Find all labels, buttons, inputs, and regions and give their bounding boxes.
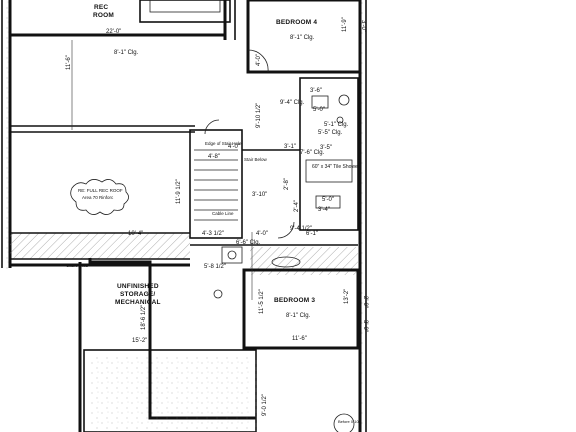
dim-9-10: 9'-10 1/2" xyxy=(256,102,262,128)
roof-note-1: RE: FULL REC ROOF xyxy=(78,188,123,193)
dim-4-0: 4'-0" xyxy=(256,54,262,66)
margin-right-low: 3'-0" xyxy=(362,320,368,332)
bedroom4-ceiling: 8'-1" Clg. xyxy=(290,35,315,41)
hatched-band-left xyxy=(10,233,190,259)
margin-right-top: 3'-0" xyxy=(360,20,366,32)
roof-note-2: Area 70 Rinforc xyxy=(82,195,114,200)
detail-callout xyxy=(333,413,355,432)
dim-9-0: 9'-0 1/2" xyxy=(262,394,268,416)
stair-enclosure xyxy=(189,129,243,239)
floor-drain xyxy=(213,289,223,299)
rec-room-ceiling: 8'-1" Clg. xyxy=(114,50,139,56)
rec-room-dim: 22'-0" xyxy=(106,29,122,35)
bath-block xyxy=(299,77,359,231)
dim-10-4: 10'-4" xyxy=(128,231,144,237)
margin-right-mid: 2'-0" xyxy=(362,296,368,308)
storage-label-3: MECHANICAL xyxy=(115,299,161,306)
storage-width: 15'-2" xyxy=(132,338,148,344)
storage-label-2: STORAGE/ xyxy=(120,291,156,298)
storage-label-1: UNFINISHED xyxy=(117,283,159,290)
cloud-note xyxy=(70,179,129,215)
dim-9-4b: 9'-4 1/2" xyxy=(290,226,312,232)
dim-11-9b: 11'-9 1/2" xyxy=(176,179,182,204)
dim-2-4: 2'-4" xyxy=(294,200,300,212)
dim-5-0a: 5'-0" xyxy=(313,107,325,113)
dim-7-6: 7'-6" Clg. xyxy=(300,150,325,156)
dim-11-6-left: 11'-6" xyxy=(66,55,72,70)
storage-depth: 18'-6 1/2" xyxy=(141,304,147,330)
stair-edge-note: Edge of Stair Hole xyxy=(205,141,242,146)
dim-4-0b: 4'-0" xyxy=(228,144,240,150)
dim-3-5: 3'-5" xyxy=(320,145,332,151)
dim-6-6: 6'-6" Clg. xyxy=(236,240,261,246)
bedroom4-label: BEDROOM 4 xyxy=(276,19,318,26)
bedroom3-ceiling: 8'-1" Clg. xyxy=(286,313,311,319)
dim-5-0b: 5'-0" xyxy=(322,197,334,203)
dim-3-1: 3'-1" xyxy=(284,144,296,150)
dim-11-5: 11'-5 1/2" xyxy=(259,289,265,314)
dim-2-8: 2'-8" xyxy=(284,178,290,190)
stair-treads xyxy=(194,149,238,221)
cable-line-note: Cable Line xyxy=(212,211,234,216)
cable-stub-note: Cable Stub xyxy=(66,263,89,268)
dim-6-1: 6'-1" xyxy=(306,231,318,237)
dim-5-1: 5'-1" Clg. xyxy=(324,122,349,128)
dim-11-9: 11'-9" xyxy=(342,17,348,32)
dim-4-3: 4'-3 1/2" xyxy=(202,231,224,237)
rec-room-label-2: ROOM xyxy=(93,12,115,19)
dim-3-10: 3'-10" xyxy=(252,192,268,198)
tub-oval xyxy=(271,256,301,268)
dim-4-0c: 4'-0" xyxy=(256,231,268,237)
shower xyxy=(305,159,353,183)
stair-below-note: Stair Below xyxy=(244,157,267,162)
dim-9-4: 9'-4" Clg. xyxy=(280,100,305,106)
dim-3-4: 3'-4" xyxy=(318,207,330,213)
bedroom3-walls xyxy=(242,268,360,350)
dim-5-8: 5'-8 1/2" xyxy=(204,264,226,270)
dim-5-5: 5'-5" Clg. xyxy=(318,130,343,136)
shower-note: 60" x 34" Tile Shower xyxy=(312,164,360,170)
callout-text: Before 0 10 xyxy=(338,419,359,424)
rec-room-bump xyxy=(139,0,231,23)
dim-3-6: 3'-6" xyxy=(310,88,322,94)
rec-room-label-1: REC xyxy=(94,4,109,11)
dim-4-8: 4'-8" xyxy=(208,154,220,160)
dim-13-2: 13'-2" xyxy=(344,288,350,304)
bedroom3-label: BEDROOM 3 xyxy=(274,297,316,304)
toilet xyxy=(338,94,350,106)
foundation-left xyxy=(0,0,10,270)
bedroom3-width: 11'-6" xyxy=(292,336,307,342)
